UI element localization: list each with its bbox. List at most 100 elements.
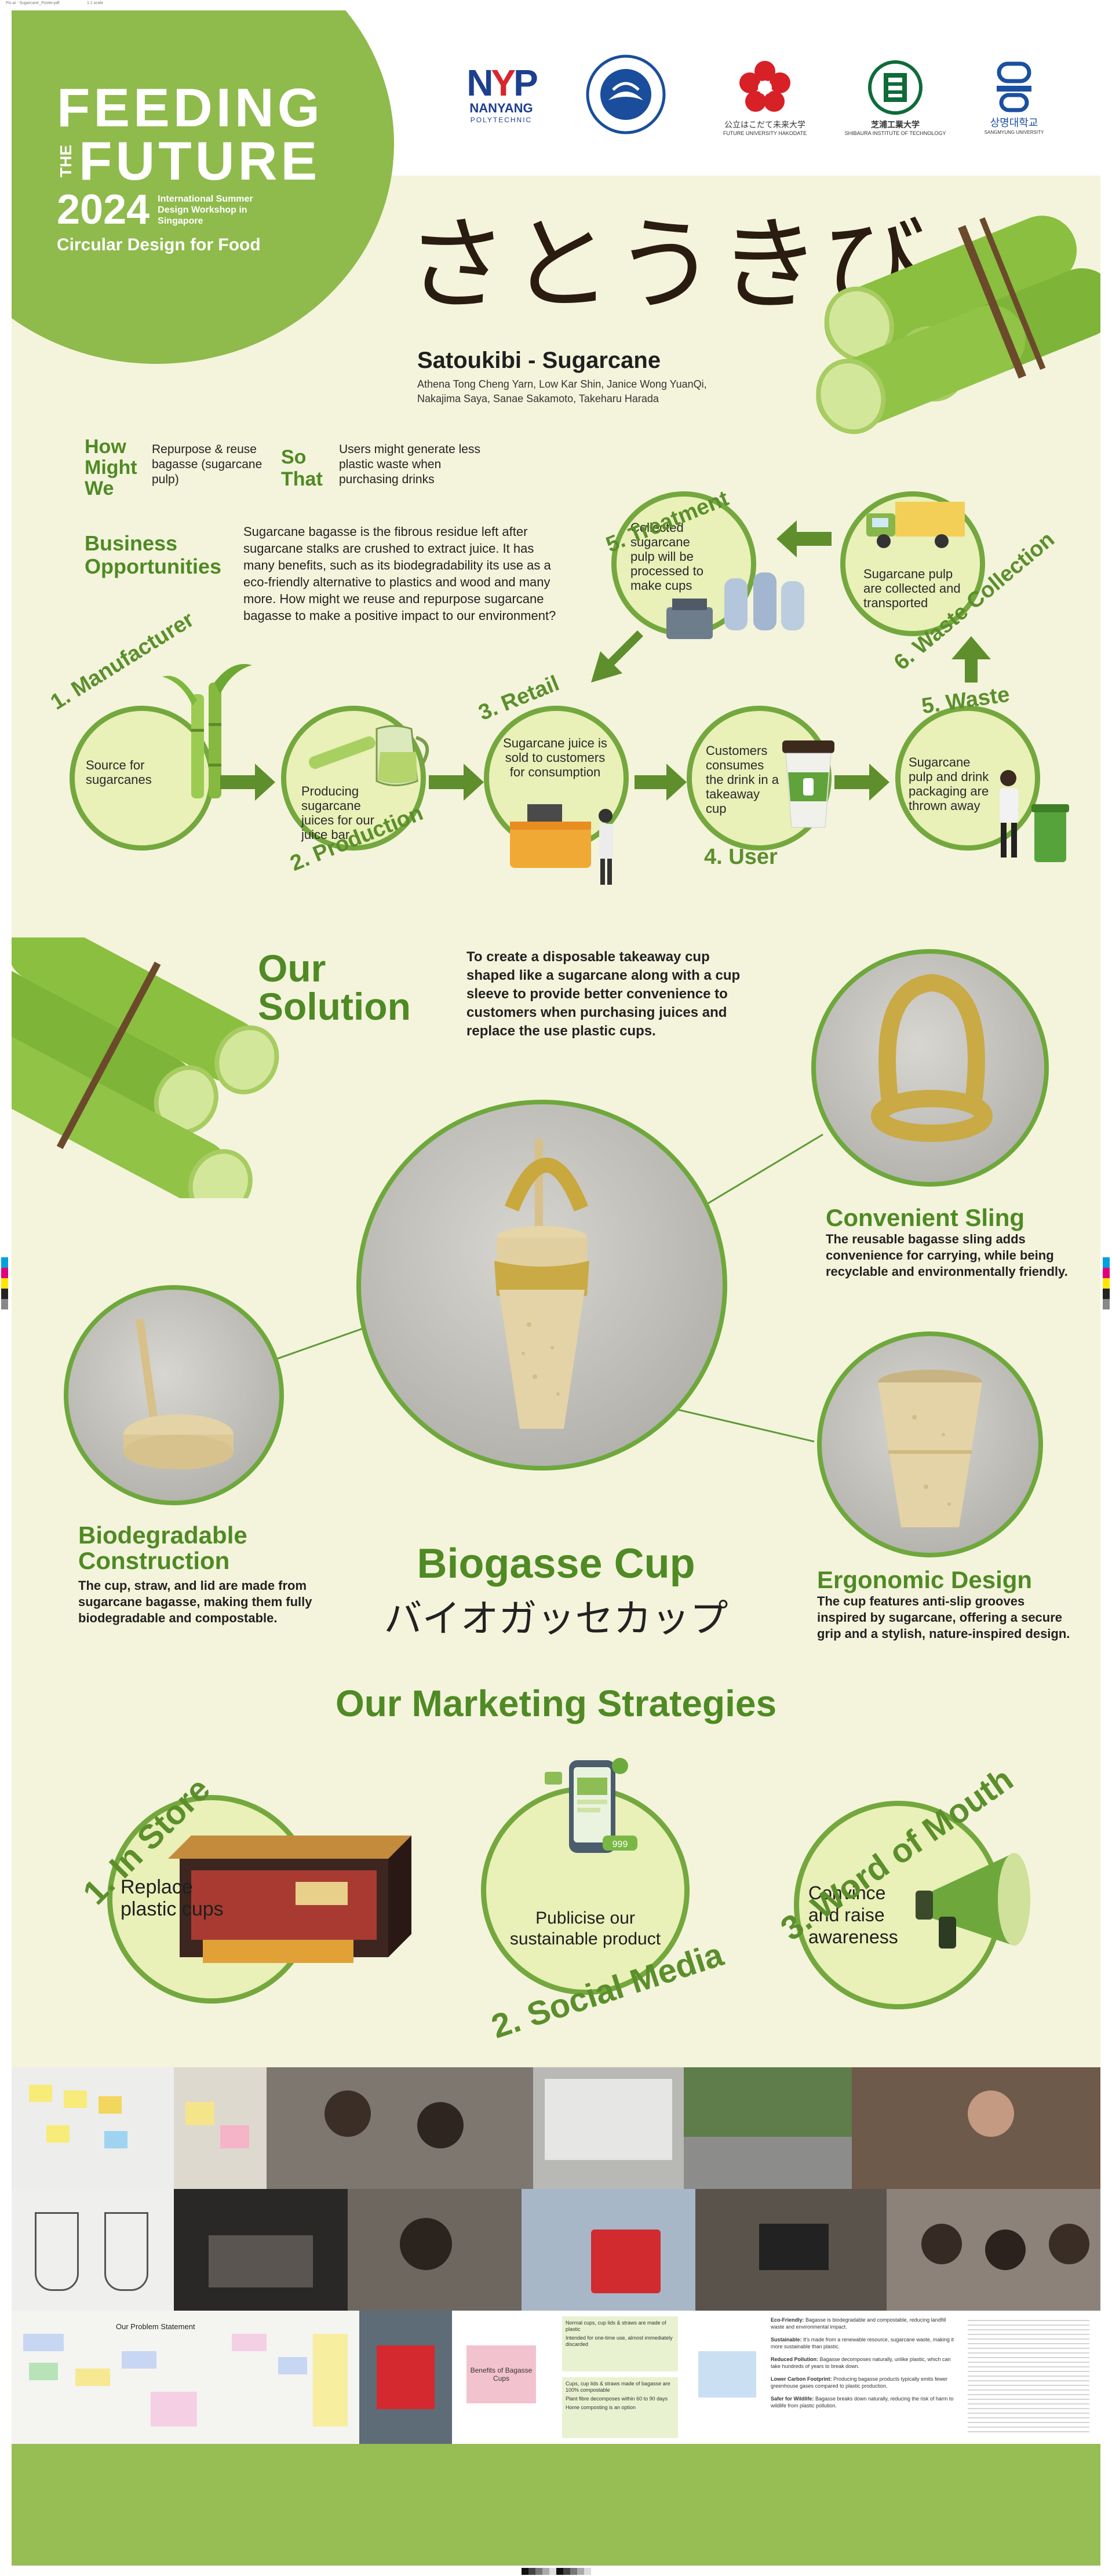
compare-line: Home composting is an option: [566, 2404, 636, 2410]
partner-sub: POLYTECHNIC: [470, 116, 533, 124]
main-product-photo: [356, 1100, 727, 1471]
so-that-label: So That: [281, 446, 323, 490]
instore-text: Replace plastic cups: [121, 1876, 224, 1920]
marketing-title: Our Marketing Strategies: [335, 1683, 777, 1724]
hmw-label-line: How: [85, 436, 126, 458]
feature-biodegradable-title-line: Biodegradable: [78, 1521, 247, 1549]
ntou-emblem-icon: [586, 54, 666, 134]
juice-jug-icon: [309, 725, 429, 786]
wom-text-line: and raise: [808, 1904, 885, 1925]
crop-mark-right: 1:1 scale: [87, 1, 104, 5]
instore-text-line: Replace: [121, 1876, 193, 1898]
color-bar-right: [1103, 1257, 1110, 1309]
straw-lid-image: [123, 1318, 234, 1469]
solution-title-line: Solution: [258, 985, 411, 1028]
benefit-value: Bagasse breaks down naturally, reducing …: [771, 2396, 954, 2409]
partner-logo-smu: 상명대학교 SANGMYUNG UNIVERSITY: [968, 57, 1060, 138]
logo-tagline: Circular Design for Food: [57, 235, 261, 254]
doc-comparison: Normal cups, cup lids & straws are made …: [550, 2311, 690, 2444]
color-bar-left: [1, 1257, 8, 1309]
solution-text: To create a disposable takeaway cup shap…: [466, 949, 741, 1039]
processing-machine-icon: [666, 572, 804, 639]
feature-biodegradable-text: The cup, straw, and lid are made from su…: [78, 1578, 312, 1625]
partner-logo-ntou: [582, 51, 669, 138]
poster: FEEDING THE FUTURE 2024 International Su…: [12, 10, 1100, 2566]
business-label-line: Opportunities: [85, 554, 221, 578]
biogasse-cup-image: [494, 1139, 589, 1429]
sling-photo: [811, 949, 1049, 1187]
sangmyung-emblem-icon: [997, 61, 1031, 112]
photo-laptop: [695, 2189, 887, 2311]
feature-sling-title: Convenient Sling: [826, 1204, 1025, 1231]
feature-biodegradable-title: Biodegradable Construction: [78, 1523, 247, 1574]
solution-title: Our Solution: [258, 949, 411, 1026]
wom-text: Convince and raise awareness: [808, 1882, 898, 1948]
person-bin-icon: [1000, 770, 1069, 862]
so-that-line: So: [281, 446, 307, 468]
step-retail-text: Sugarcane juice is sold to customers for…: [503, 736, 607, 779]
product-title: Biogasse Cup: [417, 1541, 695, 1587]
photo-team-working: [267, 2067, 533, 2189]
straw-lid-photo: [64, 1285, 284, 1505]
doc-text-column: [962, 2311, 1100, 2444]
benefit-key: Safer for Wildlife:: [771, 2396, 814, 2402]
takeaway-cup-icon: [782, 740, 834, 828]
partner-name: 公立はこだて未来大学: [724, 120, 805, 129]
sling-image: [871, 973, 993, 1142]
sugarcane-left-illustration: [12, 937, 279, 1198]
partner-sub: SHIBAURA INSTITUTE OF TECHNOLOGY: [844, 130, 946, 136]
cup-photo: [817, 1331, 1043, 1557]
sugarcane-bundle-illustration: [816, 216, 1100, 435]
partner-logo-shibaura: 芝浦工業大学 SHIBAURA INSTITUTE OF TECHNOLOGY: [837, 57, 953, 138]
benefit-key: Reduced Pollution:: [771, 2356, 818, 2362]
doc-small-note: [690, 2311, 765, 2444]
compare-line: Intended for one-time use, almost immedi…: [566, 2335, 673, 2347]
partner-name: 상명대학교: [990, 116, 1038, 129]
partner-sub: SANGMYUNG UNIVERSITY: [984, 129, 1044, 135]
compare-line: Plant fibre decomposes within 60 to 90 d…: [566, 2396, 668, 2402]
benefit-value: Bagasse decomposes naturally, unlike pla…: [771, 2356, 951, 2369]
photo-sticky-notes: [12, 2067, 174, 2189]
flow-arrows: [220, 520, 991, 801]
photo-store-render: [174, 2189, 348, 2311]
hmw-text: Repurpose & reuse bagasse (sugarcane pul…: [152, 443, 262, 486]
business-text: Sugarcane bagasse is the fibrous residue…: [243, 524, 556, 623]
product-title-jp: バイオガッセカップ: [384, 1596, 728, 1641]
doc-red-bag: [359, 2311, 452, 2444]
registration-bar-bottom: [522, 2568, 591, 2575]
photo-group-selfie: [887, 2189, 1100, 2311]
partner-name: 芝浦工業大学: [871, 120, 920, 129]
benefit-value: Producing bagasse products typically emi…: [771, 2376, 948, 2389]
feature-sling-text: The reusable bagasse sling adds convenie…: [826, 1232, 1068, 1279]
photo-students: [348, 2189, 522, 2311]
benefit-key: Eco-Friendly:: [771, 2317, 804, 2323]
feature-ergonomic-text: The cup features anti-slip grooves inspi…: [817, 1594, 1070, 1641]
photo-brainstorm: [174, 2067, 267, 2189]
so-that-text: Users might generate less plastic waste …: [339, 443, 480, 486]
step-treatment-text: Collected sugarcane pulp will be process…: [630, 520, 703, 593]
benefits-note-title: Benefits of Bagasse Cups: [466, 2345, 536, 2403]
wom-text-line: awareness: [808, 1926, 898, 1947]
instore-text-line: plastic cups: [121, 1898, 224, 1920]
logo-future: FUTURE: [79, 130, 321, 191]
partner-logo-fun: 公立はこだて未来大学 FUTURE UNIVERSITY HAKODATE: [707, 57, 823, 138]
authors-line1: Athena Tong Cheng Yarn, Low Kar Shin, Ja…: [417, 378, 707, 390]
solution-title-line: Our: [258, 947, 326, 990]
logo-year: 2024: [57, 187, 150, 233]
social-text-line: Publicise our: [535, 1909, 635, 1928]
photo-meal: [852, 2067, 1100, 2189]
so-that-line: That: [281, 468, 323, 490]
step-user-text: Customers consumes the drink in a takeaw…: [706, 743, 779, 816]
social-text: Publicise our sustainable product: [493, 1908, 678, 1950]
phone-social-icon: 999: [545, 1758, 637, 1853]
doc-benefits-list: Eco-Friendly: Bagasse is biodegradable a…: [765, 2311, 962, 2444]
footer-band: [12, 2444, 1100, 2566]
crop-mark-left: Pic.ai - Sugarcane_Poster.pdf: [6, 1, 60, 5]
step-manufacturer-text: Source for sugarcanes: [86, 758, 152, 787]
process-photo-grid: Our Problem Statement Benefits of Bagass…: [12, 2067, 1100, 2444]
store-illustration: [168, 1836, 411, 1963]
benefit-key: Sustainable:: [771, 2337, 802, 2343]
wom-text-line: Convince: [808, 1882, 886, 1903]
hmw-label-line: Might: [85, 457, 137, 479]
authors-line2: Nakajima Saya, Sanae Sakamoto, Takeharu …: [417, 393, 659, 404]
